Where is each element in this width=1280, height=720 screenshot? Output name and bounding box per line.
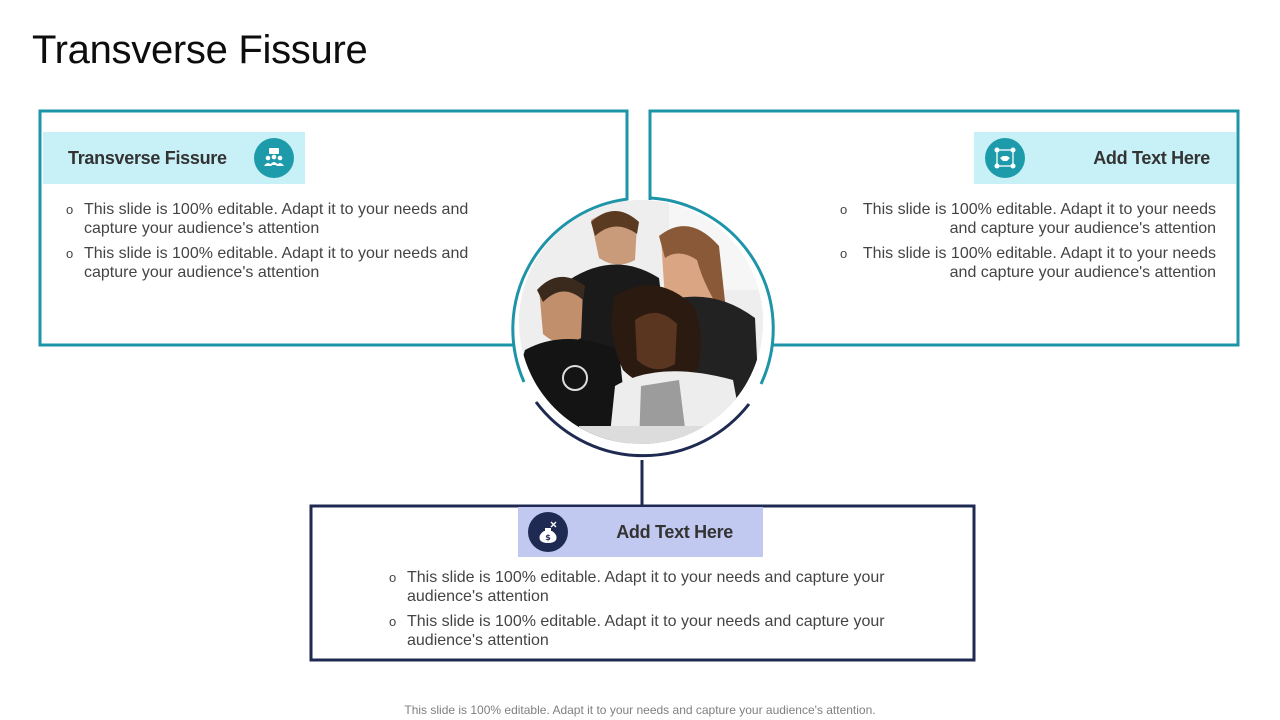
list-item: This slide is 100% editable. Adapt it to… [840, 200, 1216, 238]
ring-arc-right [650, 196, 775, 385]
list-item: This slide is 100% editable. Adapt it to… [66, 200, 476, 238]
team-meeting-icon [254, 138, 294, 178]
svg-text:$: $ [545, 533, 551, 542]
bottom-card-label-box: $ Add Text Here [518, 507, 763, 557]
handshake-network-icon [985, 138, 1025, 178]
right-card-label: Add Text Here [1093, 147, 1210, 168]
money-bag-icon: $ [528, 512, 568, 552]
right-card-frame [648, 109, 1240, 347]
footer-note: This slide is 100% editable. Adapt it to… [404, 703, 876, 717]
list-item: This slide is 100% editable. Adapt it to… [66, 244, 476, 282]
right-card-label-box: Add Text Here [974, 132, 1236, 184]
bottom-card-bullets: This slide is 100% editable. Adapt it to… [389, 568, 889, 656]
list-item: This slide is 100% editable. Adapt it to… [389, 612, 889, 650]
right-card-bullets: This slide is 100% editable. Adapt it to… [840, 200, 1216, 288]
left-card-bullets: This slide is 100% editable. Adapt it to… [66, 200, 476, 288]
page-title: Transverse Fissure [32, 28, 368, 72]
left-card-label: Transverse Fissure [68, 147, 227, 168]
list-item: This slide is 100% editable. Adapt it to… [389, 568, 889, 606]
bottom-card-label: Add Text Here [616, 521, 733, 542]
left-card-label-box: Transverse Fissure [43, 132, 305, 184]
ring-arc-bottom [534, 401, 751, 458]
ring-arc-left [511, 197, 629, 383]
left-card-frame [38, 109, 629, 347]
list-item: This slide is 100% editable. Adapt it to… [840, 244, 1216, 282]
team-photo [519, 200, 763, 444]
